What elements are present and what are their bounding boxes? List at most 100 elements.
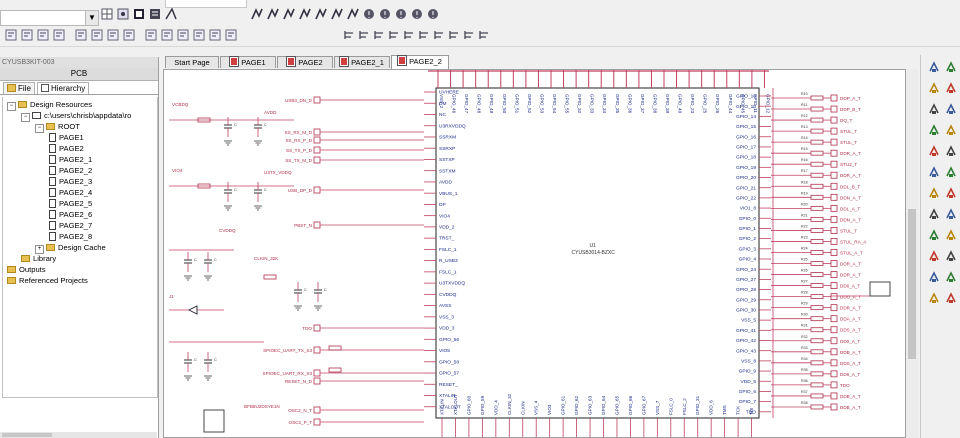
tree-item[interactable]: PAGE2_4 <box>49 187 92 198</box>
select-icon[interactable] <box>944 60 958 74</box>
toggle-icon[interactable] <box>144 28 158 42</box>
funnel-icon[interactable] <box>426 7 440 21</box>
export-icon[interactable] <box>224 28 238 42</box>
ground-icon[interactable] <box>927 165 941 179</box>
tree-item[interactable]: +Design Cache <box>35 242 106 254</box>
align-top-icon[interactable] <box>387 28 401 42</box>
route-icon[interactable] <box>250 7 264 21</box>
help-icon[interactable] <box>378 7 392 21</box>
place-part-icon[interactable] <box>944 165 958 179</box>
vertical-scrollbar[interactable] <box>906 69 918 438</box>
tab-start-page[interactable]: Start Page <box>165 56 219 68</box>
tab-hierarchy[interactable]: Hierarchy <box>37 82 90 94</box>
line-icon[interactable] <box>944 228 958 242</box>
tree-item[interactable]: Referenced Projects <box>7 275 88 286</box>
ellipse-icon[interactable] <box>927 270 941 284</box>
project-tree[interactable]: −Design Resources−c:\users\chrisb\appdat… <box>2 97 158 398</box>
tree-item[interactable]: PAGE2_2 <box>49 165 92 176</box>
no-connect-icon[interactable] <box>927 144 941 158</box>
part-selector-combo[interactable] <box>0 10 94 26</box>
wire-icon[interactable] <box>164 7 178 21</box>
wire-icon[interactable] <box>944 81 958 95</box>
page-icon[interactable] <box>148 7 162 21</box>
unlink-icon[interactable] <box>176 28 190 42</box>
route-icon[interactable] <box>282 7 296 21</box>
distribute-icon[interactable] <box>447 28 461 42</box>
tree-item[interactable]: −Design Resources <box>7 99 92 111</box>
route-icon[interactable] <box>314 7 328 21</box>
tree-item[interactable]: Outputs <box>7 264 46 275</box>
drc-icon[interactable] <box>20 28 34 42</box>
tab-page2-2[interactable]: PAGE2_2 <box>391 55 449 69</box>
horizontal-scrollbar[interactable] <box>0 432 157 438</box>
netlist-icon[interactable] <box>36 28 50 42</box>
tab-page2-1[interactable]: PAGE2_1 <box>334 56 390 68</box>
align-center-icon[interactable] <box>357 28 371 42</box>
tree-item[interactable]: PAGE2_6 <box>49 209 92 220</box>
collapse-icon[interactable]: − <box>7 102 16 111</box>
route-icon[interactable] <box>298 7 312 21</box>
tree-item[interactable]: −c:\users\chrisb\appdata\ro <box>21 110 131 122</box>
tree-item[interactable]: PAGE2 <box>49 143 84 154</box>
select-icon[interactable] <box>927 60 941 74</box>
tree-item[interactable]: Library <box>21 253 56 264</box>
link-icon[interactable] <box>160 28 174 42</box>
lock-icon[interactable] <box>462 28 476 42</box>
camera-icon[interactable] <box>192 28 206 42</box>
grid-icon[interactable] <box>4 28 18 42</box>
expand-icon[interactable]: + <box>35 245 44 254</box>
hier-pin-icon[interactable] <box>944 207 958 221</box>
route-icon[interactable] <box>346 7 360 21</box>
tree-item[interactable]: PAGE1 <box>49 132 84 143</box>
tree-item[interactable]: PAGE2_7 <box>49 220 92 231</box>
tab-page1[interactable]: PAGE1 <box>220 56 276 68</box>
bom-icon[interactable] <box>74 28 88 42</box>
hand-icon[interactable] <box>477 28 491 42</box>
grid-icon[interactable] <box>100 7 114 21</box>
hierarchy-icon[interactable] <box>132 7 146 21</box>
junction-icon[interactable] <box>927 123 941 137</box>
tab-page2[interactable]: PAGE2 <box>277 56 333 68</box>
port-icon[interactable] <box>944 186 958 200</box>
align-left-icon[interactable] <box>342 28 356 42</box>
filter-icon[interactable] <box>394 7 408 21</box>
tree-item[interactable]: PAGE2_3 <box>49 176 92 187</box>
update-icon[interactable] <box>122 28 136 42</box>
info-icon[interactable] <box>362 7 376 21</box>
align-bottom-icon[interactable] <box>417 28 431 42</box>
cross-probe-icon[interactable] <box>52 28 66 42</box>
scrollbar-thumb[interactable] <box>908 209 916 359</box>
power-icon[interactable] <box>944 144 958 158</box>
filter-icon[interactable] <box>410 7 424 21</box>
collapse-icon[interactable]: − <box>21 113 30 122</box>
tree-item[interactable]: PAGE2_1 <box>49 154 92 165</box>
bus-entry-icon[interactable] <box>944 102 958 116</box>
align-middle-icon[interactable] <box>402 28 416 42</box>
tree-item[interactable]: −ROOT <box>35 121 80 133</box>
route-icon[interactable] <box>266 7 280 21</box>
rectangle-icon[interactable] <box>944 249 958 263</box>
tree-item[interactable]: PAGE2_5 <box>49 198 92 209</box>
route-icon[interactable] <box>330 7 344 21</box>
distribute-icon[interactable] <box>432 28 446 42</box>
bus-icon[interactable] <box>927 102 941 116</box>
pin-icon[interactable] <box>90 28 104 42</box>
snap-icon[interactable] <box>116 7 130 21</box>
net-alias-icon[interactable] <box>944 123 958 137</box>
scrollbar-thumb[interactable] <box>2 433 52 437</box>
image-icon[interactable] <box>944 291 958 305</box>
polyline-icon[interactable] <box>927 249 941 263</box>
bezier-icon[interactable] <box>927 291 941 305</box>
chevron-down-icon[interactable]: ▼ <box>85 10 99 26</box>
arc-icon[interactable] <box>944 270 958 284</box>
netlist-icon[interactable] <box>208 28 222 42</box>
off-page-icon[interactable] <box>927 186 941 200</box>
annotate-icon[interactable] <box>106 28 120 42</box>
zoom-combo[interactable] <box>165 0 247 8</box>
hier-block-icon[interactable] <box>927 207 941 221</box>
collapse-icon[interactable]: − <box>35 124 44 133</box>
pcb-header-bar[interactable]: PCB <box>0 68 158 81</box>
align-right-icon[interactable] <box>372 28 386 42</box>
